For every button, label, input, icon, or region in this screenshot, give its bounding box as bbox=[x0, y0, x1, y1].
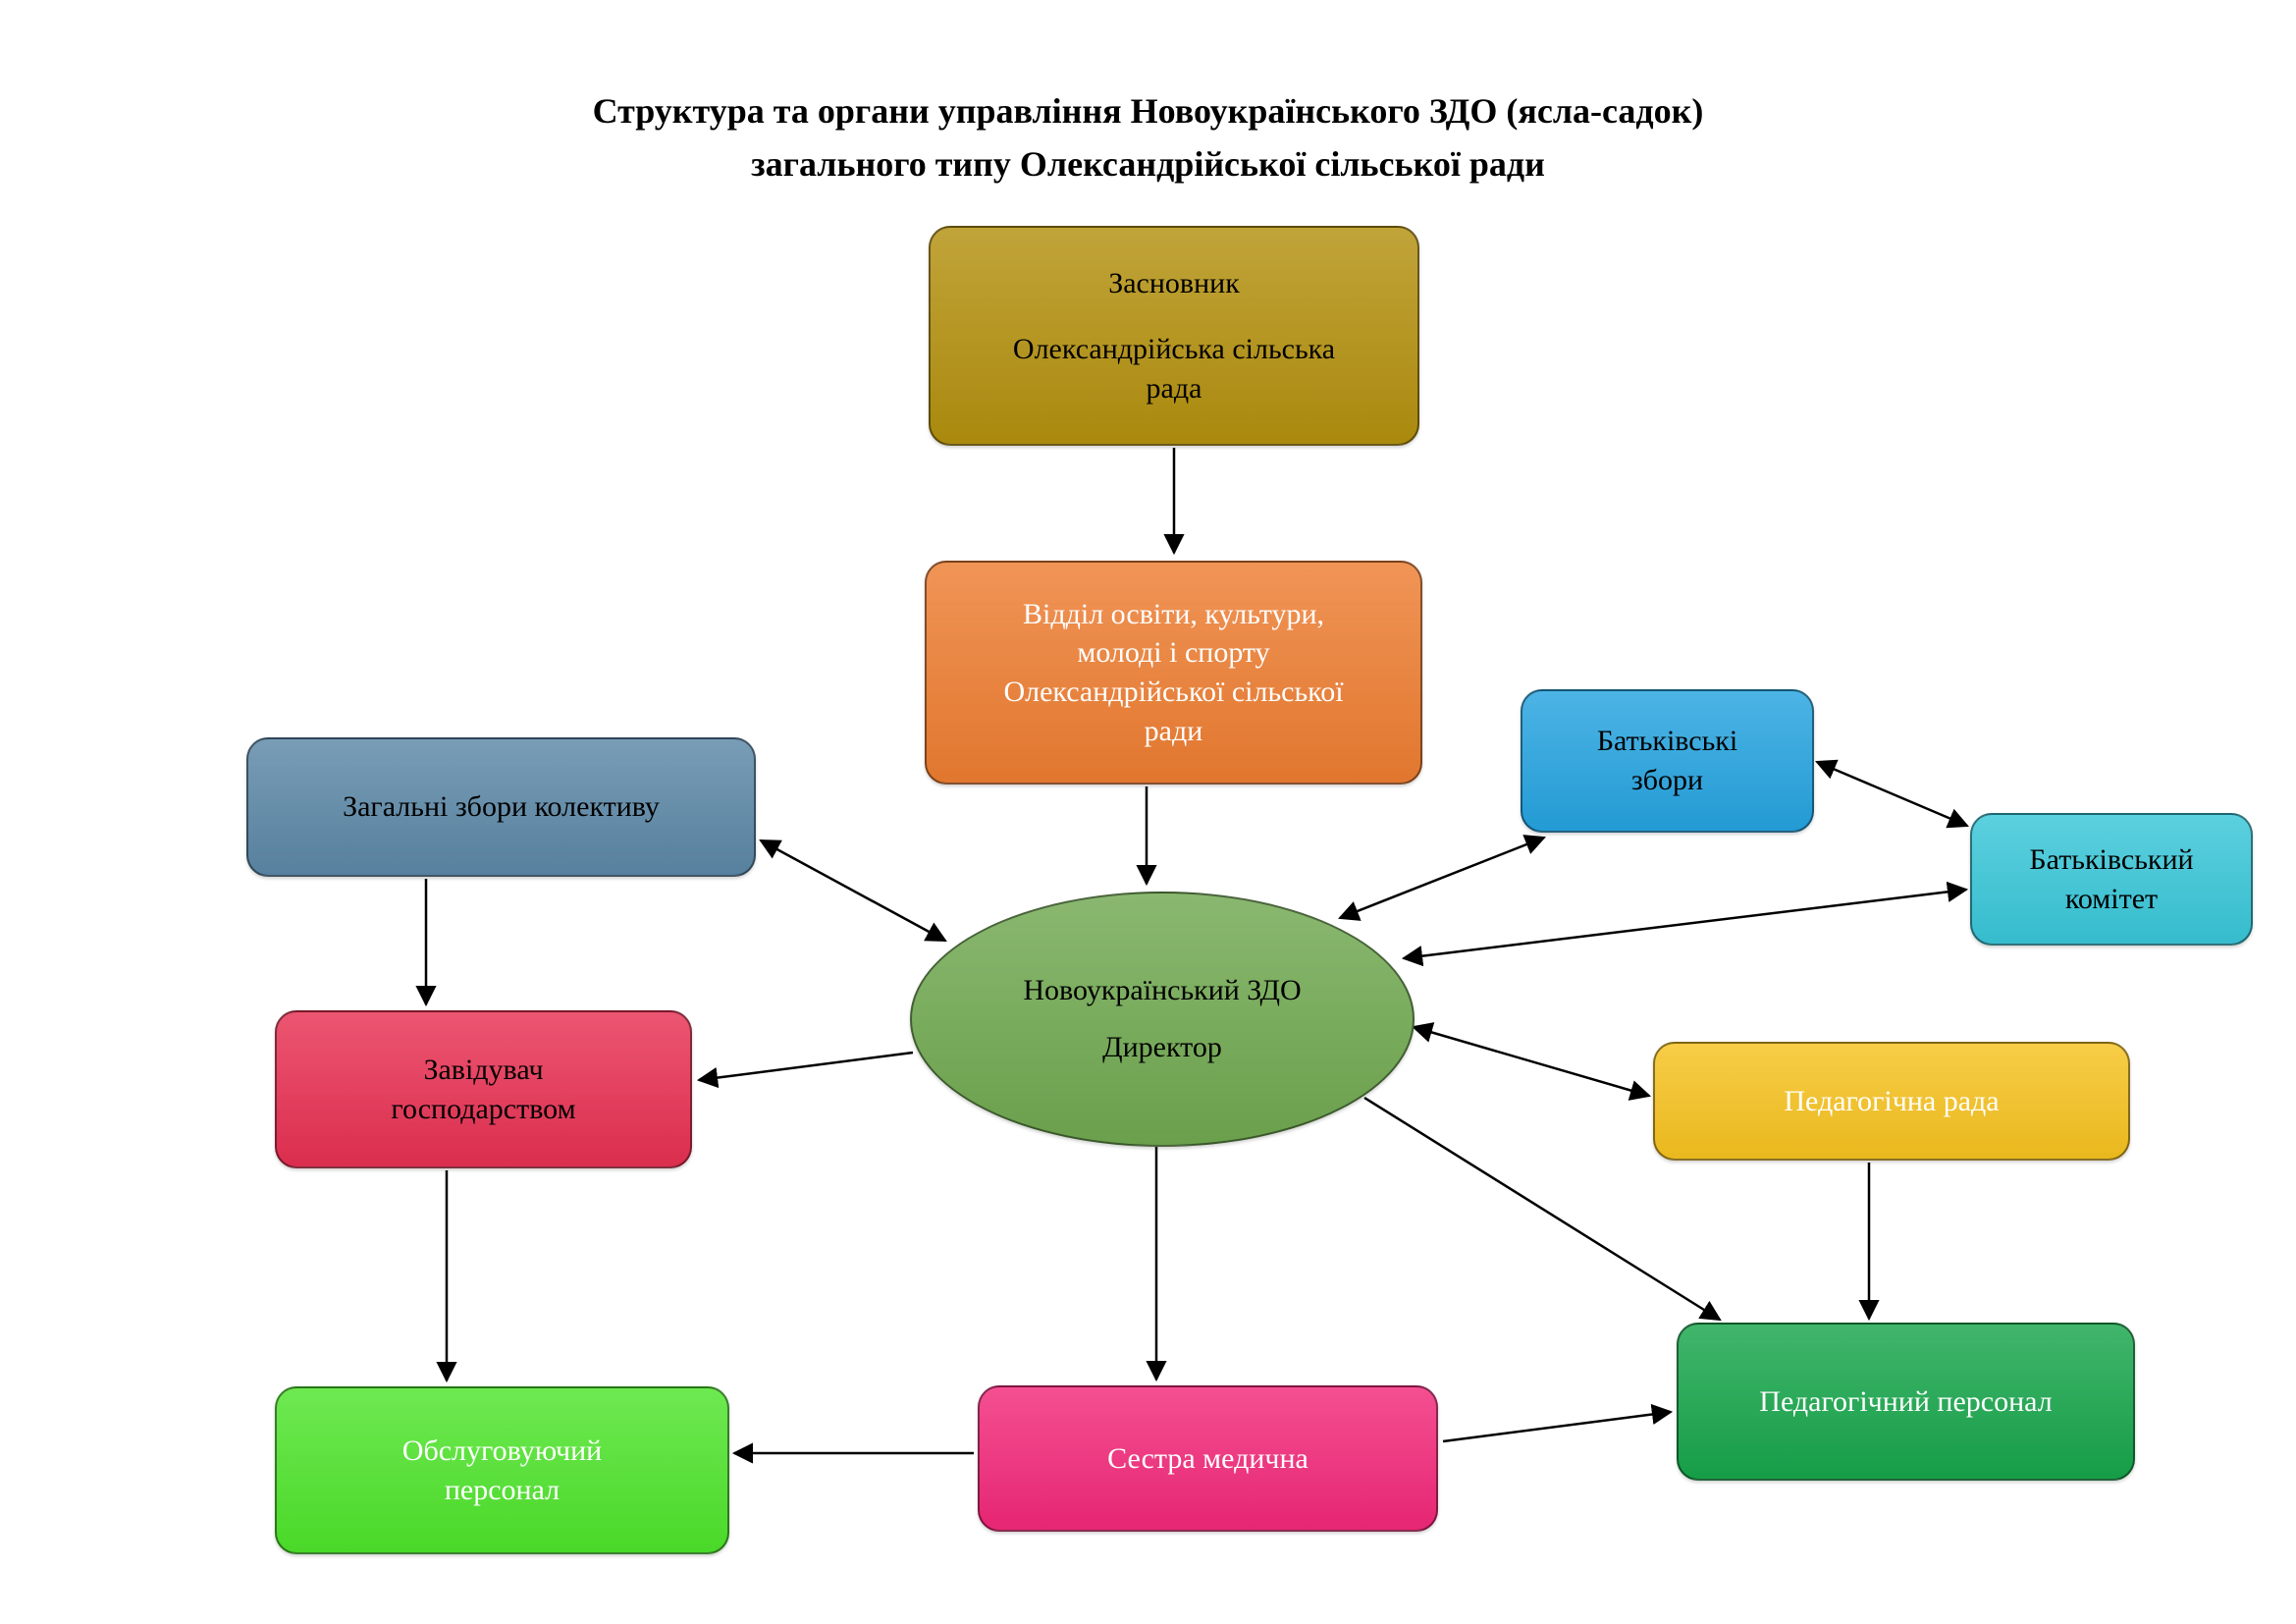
node-household-manager-label: Завідувач господарством bbox=[391, 1053, 576, 1125]
node-pedagogical-staff-label: Педагогічний персонал bbox=[1759, 1384, 2053, 1418]
node-director: Новоукраїнський ЗДО Директор bbox=[910, 892, 1415, 1147]
arrow-director-parents-meeting bbox=[1338, 835, 1546, 921]
node-parents-committee-label: Батьківський комітет bbox=[2029, 842, 2194, 915]
node-founder: Засновник Олександрійська сільська рада bbox=[929, 226, 1419, 446]
node-education-dept-label: Відділ освіти, культури, молоді і спорту… bbox=[1003, 597, 1344, 747]
node-pedagogical-council-label: Педагогічна рада bbox=[1784, 1084, 2000, 1117]
node-pedagogical-council: Педагогічна рада bbox=[1653, 1042, 2130, 1161]
chart-title-line2: загального типу Олександрійської сільськ… bbox=[751, 144, 1545, 184]
arrow-parents-meeting-committee bbox=[1815, 759, 1969, 829]
node-founder-label: Засновник bbox=[1108, 266, 1240, 299]
node-medical-nurse-label: Сестра медична bbox=[1107, 1441, 1308, 1475]
node-service-staff: Обслуговуючий персонал bbox=[275, 1386, 729, 1554]
node-household-manager: Завідувач господарством bbox=[275, 1010, 692, 1168]
arrow-staff-meeting-director bbox=[759, 839, 947, 943]
node-staff-meeting-label: Загальні збори колективу bbox=[343, 790, 660, 824]
arrow-director-to-household bbox=[696, 1051, 914, 1089]
node-staff-meeting: Загальні збори колективу bbox=[246, 737, 756, 877]
node-parents-committee: Батьківський комітет bbox=[1970, 813, 2253, 946]
arrow-director-to-ped-staff bbox=[1363, 1096, 1722, 1322]
node-parents-meeting-label: Батьківські збори bbox=[1596, 725, 1738, 796]
node-director-label: Новоукраїнський ЗДО bbox=[1023, 974, 1302, 1007]
node-pedagogical-staff: Педагогічний персонал bbox=[1677, 1323, 2135, 1481]
node-service-staff-label: Обслуговуючий персонал bbox=[401, 1434, 603, 1506]
node-education-dept: Відділ освіти, культури, молоді і спорту… bbox=[925, 561, 1422, 785]
arrow-director-parents-committee bbox=[1401, 881, 1969, 967]
arrow-nurse-to-ped-staff bbox=[1442, 1403, 1674, 1443]
node-parents-meeting: Батьківські збори bbox=[1521, 689, 1814, 833]
node-medical-nurse: Сестра медична bbox=[978, 1385, 1438, 1532]
chart-title-line1: Структура та органи управління Новоукраї… bbox=[592, 91, 1704, 131]
chart-title: Структура та органи управління Новоукраї… bbox=[0, 84, 2296, 190]
node-director-sublabel: Директор bbox=[1102, 1031, 1222, 1063]
arrow-director-ped-council bbox=[1411, 1022, 1652, 1101]
node-founder-sublabel: Олександрійська сільська рада bbox=[1012, 333, 1336, 405]
